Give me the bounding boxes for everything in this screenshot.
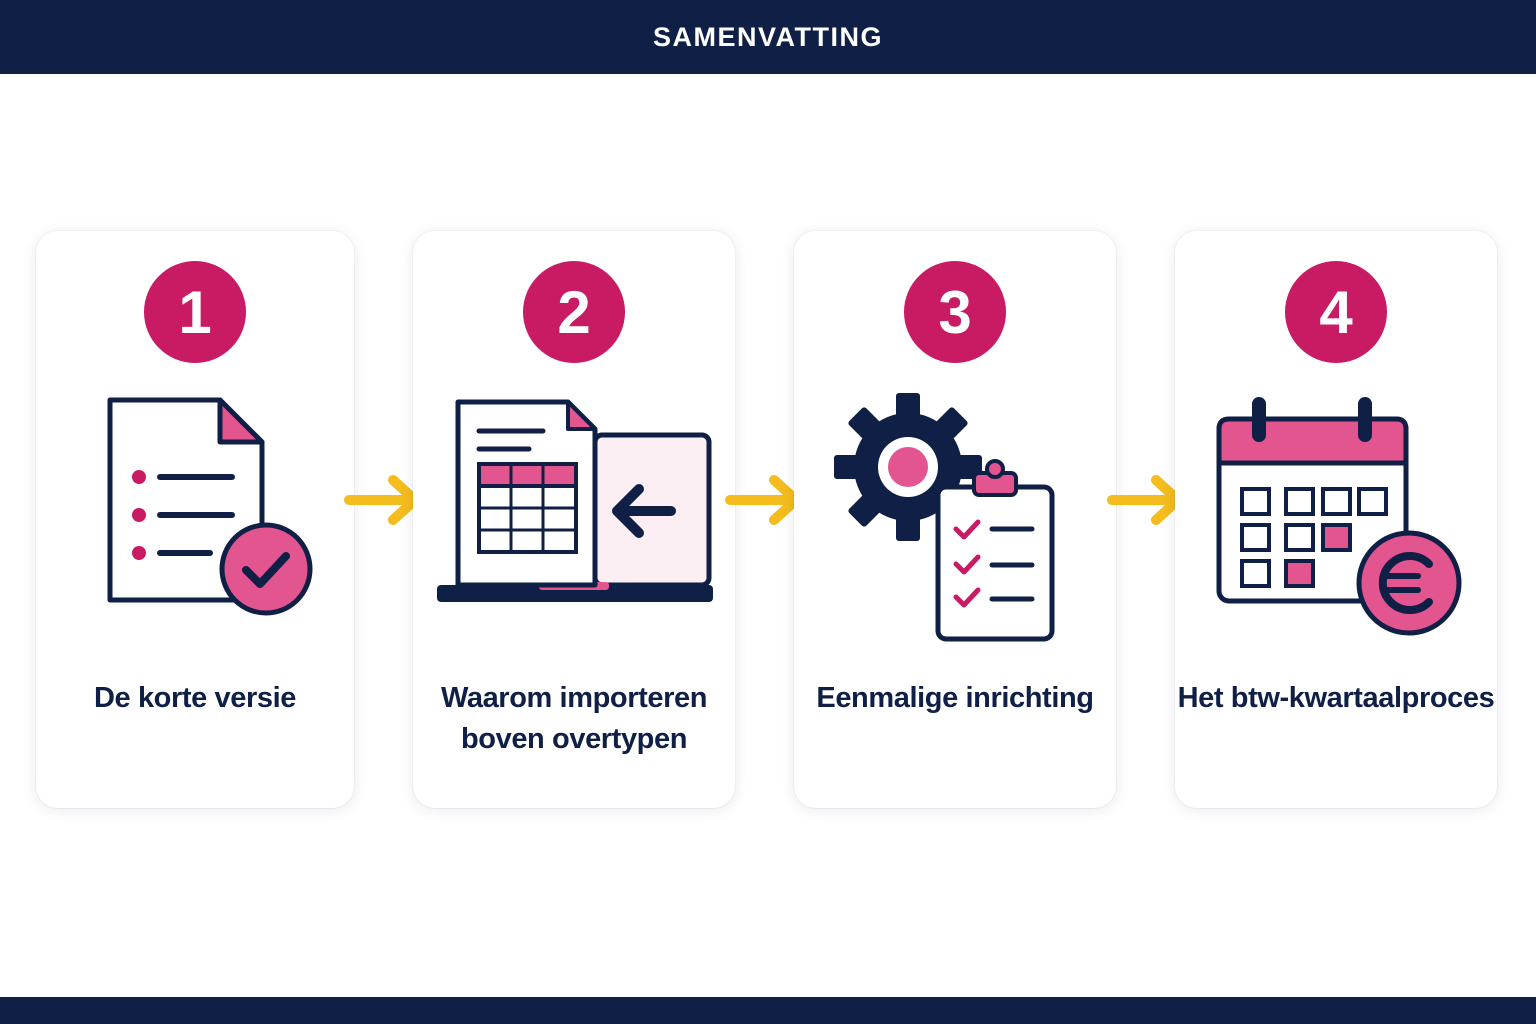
document-check-icon xyxy=(107,397,313,616)
step-card-4: 4 Het btw-kwartaalproces xyxy=(1175,231,1497,808)
page-title: SAMENVATTING xyxy=(653,21,883,52)
header-bar: SAMENVATTING xyxy=(0,0,1536,74)
step-label: De korte versie xyxy=(94,682,296,714)
step-number-badge: 1 xyxy=(144,261,246,363)
step-label: Het btw-kwartaalproces xyxy=(1177,682,1495,714)
step-card-2: 2 Waarom importeren boven overtypen xyxy=(413,231,735,808)
step-label: Waarom importeren boven overtypen xyxy=(440,682,708,755)
calendar-euro-icon xyxy=(1216,397,1462,636)
step-number-badge: 3 xyxy=(904,261,1006,363)
step-label: Eenmalige inrichting xyxy=(816,682,1094,714)
step-card-1: 1 De korte versie xyxy=(36,231,354,808)
step-card-3: 3 Eenmalige inrichting xyxy=(794,231,1116,808)
step-number-badge: 4 xyxy=(1285,261,1387,363)
gear-checklist-icon xyxy=(834,393,1055,642)
step-number-badge: 2 xyxy=(523,261,625,363)
spreadsheet-import-laptop-icon xyxy=(437,399,713,602)
footer-bar xyxy=(0,997,1536,1024)
